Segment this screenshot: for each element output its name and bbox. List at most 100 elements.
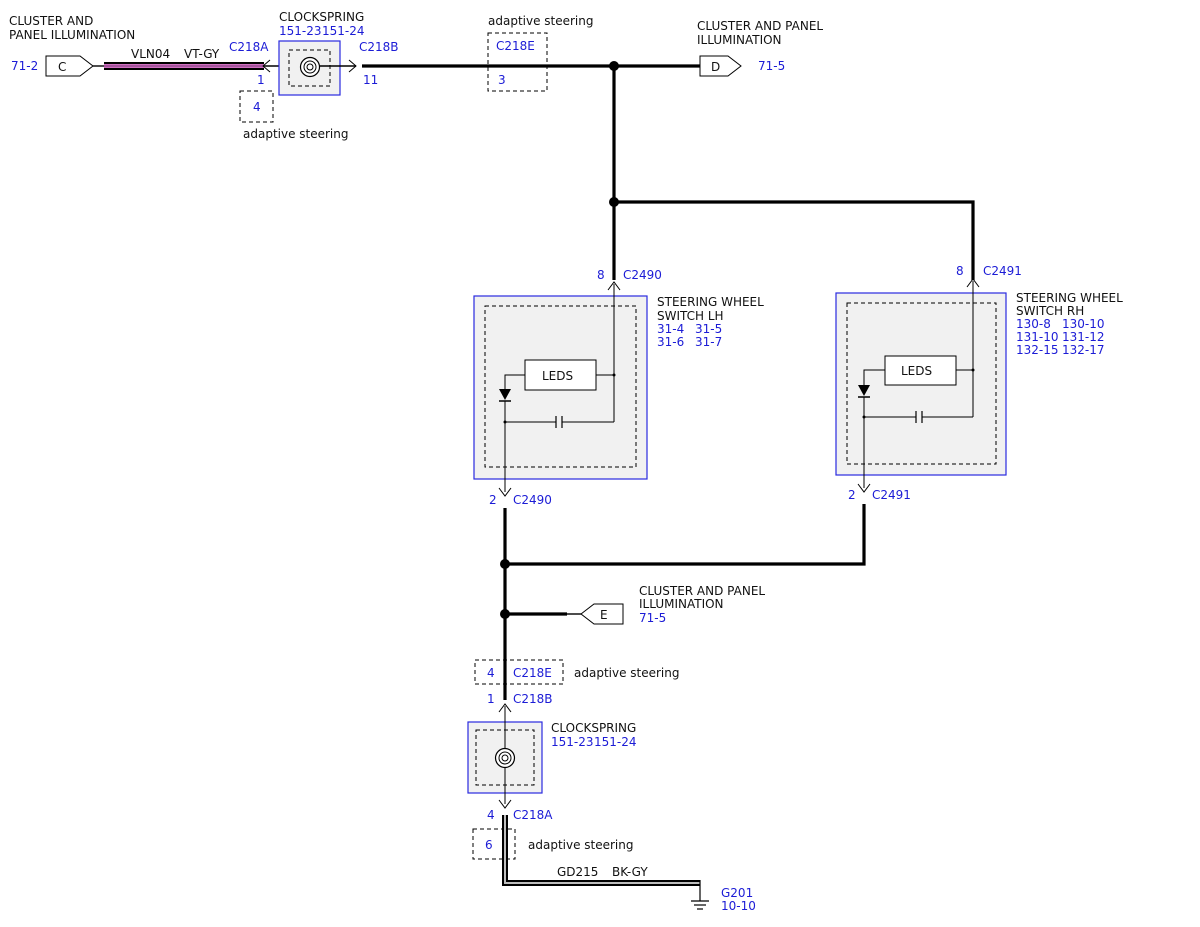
- alt-pin-4-box: [239, 90, 274, 123]
- alt-pin-6-box: [472, 828, 516, 860]
- ground-id[interactable]: G201: [721, 886, 753, 900]
- illum-right-ref[interactable]: 71-5: [758, 59, 785, 73]
- connector-e-label: E: [600, 608, 608, 622]
- c2491-bot-label[interactable]: C2491: [872, 488, 911, 502]
- wire-color-label: VT-GY: [184, 47, 220, 61]
- switch-rh-title-2: SWITCH RH: [1016, 304, 1084, 318]
- c218e-bottom-box: [474, 659, 564, 685]
- wire-to-rh-top: [614, 200, 975, 280]
- c2491-top-pin: 8: [956, 264, 964, 278]
- lh-node-a: [612, 373, 616, 377]
- c218b-bottom-label[interactable]: C218B: [513, 692, 553, 706]
- c218e-top-label[interactable]: C218E: [496, 39, 535, 53]
- c218e-bottom-pin: 4: [487, 666, 495, 680]
- wire-from-rh-bottom: [505, 504, 866, 566]
- clockspring-top-ref-1[interactable]: 151-23: [279, 24, 322, 38]
- adaptive-steering-mid: adaptive steering: [488, 14, 594, 28]
- adaptive-steering-left: adaptive steering: [243, 127, 349, 141]
- connector-d-label: D: [711, 60, 720, 74]
- illum-left-title-2: PANEL ILLUMINATION: [9, 28, 135, 42]
- c2491-bot-arrow: [857, 483, 871, 493]
- switch-rh-title-1: STEERING WHEEL: [1016, 291, 1123, 305]
- ground-ref[interactable]: 10-10: [721, 899, 756, 913]
- alt-pin-6: 6: [485, 838, 493, 852]
- switch-lh-ref-3[interactable]: 31-6: [657, 335, 684, 349]
- c218a-bottom-arrow: [498, 799, 512, 809]
- c2491-bot-pin: 2: [848, 488, 856, 502]
- c218b-top-arrow: [348, 59, 357, 73]
- c218e-top-pin: 3: [498, 73, 506, 87]
- c2490-bot-pin: 2: [489, 493, 497, 507]
- c2490-bot-arrow: [498, 487, 512, 497]
- clockspring-bottom-title: CLOCKSPRING: [551, 721, 636, 735]
- switch-rh-ref-1[interactable]: 130-8: [1016, 317, 1051, 331]
- switch-lh-ref-1[interactable]: 31-4: [657, 322, 684, 336]
- c218a-bottom-pin: 4: [487, 808, 495, 822]
- c218b-top-pin: 11: [363, 73, 378, 87]
- c218b-bottom-pin: 1: [487, 692, 495, 706]
- switch-rh-ref-2[interactable]: 130-10: [1062, 317, 1105, 331]
- clockspring-bottom-icon-ring-1: [498, 751, 512, 765]
- lh-leds-label: LEDS: [542, 369, 573, 383]
- connector-d-shape: [699, 55, 742, 77]
- switch-rh-ref-4[interactable]: 131-12: [1062, 330, 1105, 344]
- rh-leds-left-lead: [863, 369, 885, 385]
- wire-circuit-label: VLN04: [131, 47, 170, 61]
- clockspring-top-ref-2[interactable]: 151-24: [322, 24, 365, 38]
- illum-right-title-2: ILLUMINATION: [697, 33, 782, 47]
- switch-lh-title-2: SWITCH LH: [657, 309, 724, 323]
- c218b-bottom-arrow: [498, 703, 512, 713]
- c2491-top-label[interactable]: C2491: [983, 264, 1022, 278]
- connector-c-shape: [45, 55, 94, 77]
- switch-lh-ref-4[interactable]: 31-7: [695, 335, 722, 349]
- splice-3: [500, 559, 510, 569]
- c218e-bottom-label[interactable]: C218E: [513, 666, 552, 680]
- clockspring-top-icon-ring-1: [303, 60, 317, 74]
- switch-rh-ref-5[interactable]: 132-15: [1016, 343, 1059, 357]
- lh-diode-icon: [499, 389, 511, 400]
- illum-left-ref[interactable]: 71-2: [11, 59, 38, 73]
- rh-node-a: [971, 368, 975, 372]
- alt-pin-4: 4: [253, 100, 261, 114]
- c218a-top-label[interactable]: C218A: [229, 40, 269, 54]
- c2490-top-label[interactable]: C2490: [623, 268, 662, 282]
- splice-1: [609, 61, 619, 71]
- illum-bottom-title-2: ILLUMINATION: [639, 597, 724, 611]
- clockspring-top-inner: [288, 49, 331, 87]
- ground-circuit-label: GD215: [557, 865, 598, 879]
- clockspring-top-icon-ring-2: [306, 63, 314, 71]
- adaptive-steering-bottom-1: adaptive steering: [574, 666, 680, 680]
- illum-bottom-title-1: CLUSTER AND PANEL: [639, 584, 765, 598]
- c218a-top-pin: 1: [257, 73, 265, 87]
- clockspring-bottom-icon: [494, 747, 516, 769]
- switch-lh-title-1: STEERING WHEEL: [657, 295, 764, 309]
- connector-c-label: C: [58, 60, 66, 74]
- clockspring-bottom-icon-ring-2: [501, 754, 509, 762]
- illum-left-title-1: CLUSTER AND: [9, 14, 93, 28]
- clockspring-top-icon: [299, 56, 321, 78]
- switch-rh-ref-3[interactable]: 131-10: [1016, 330, 1059, 344]
- c2490-top-arrow: [607, 281, 621, 291]
- clockspring-bottom-ref-2[interactable]: 151-24: [594, 735, 637, 749]
- adaptive-steering-bottom-2: adaptive steering: [528, 838, 634, 852]
- c2490-bot-label[interactable]: C2490: [513, 493, 552, 507]
- wire-gd215-fill: [504, 815, 700, 884]
- rh-diode-icon: [858, 385, 870, 396]
- c218e-top-box: [487, 32, 548, 92]
- switch-lh-ref-2[interactable]: 31-5: [695, 322, 722, 336]
- illum-bottom-ref[interactable]: 71-5: [639, 611, 666, 625]
- switch-rh-inner: [846, 302, 997, 465]
- ground-color-label: BK-GY: [612, 865, 648, 879]
- lh-leds-left-lead: [504, 374, 525, 389]
- clockspring-top-title: CLOCKSPRING: [279, 10, 364, 24]
- switch-rh-ref-6[interactable]: 132-17: [1062, 343, 1105, 357]
- clockspring-bottom-ref-1[interactable]: 151-23: [551, 735, 594, 749]
- c2491-top-arrow: [966, 278, 980, 288]
- c2490-top-pin: 8: [597, 268, 605, 282]
- rh-leds-label: LEDS: [901, 364, 932, 378]
- c218b-top-label[interactable]: C218B: [359, 40, 399, 54]
- c218a-bottom-label[interactable]: C218A: [513, 808, 553, 822]
- illum-right-title-1: CLUSTER AND PANEL: [697, 19, 823, 33]
- switch-lh-inner: [484, 305, 637, 468]
